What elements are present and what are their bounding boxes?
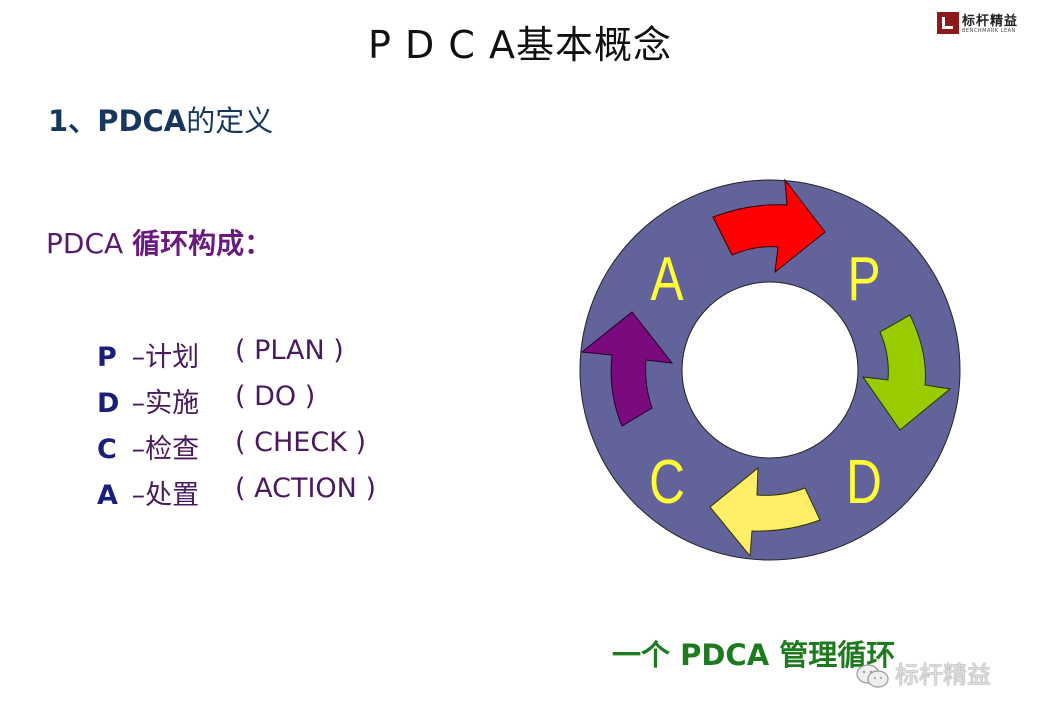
watermark-text: 标杆精益 <box>895 661 991 689</box>
step-check: C –检查 ( CHECK ) <box>97 427 366 473</box>
section-heading-rest: 的定义 <box>186 104 274 138</box>
step-letter: A <box>97 480 118 511</box>
pdca-ring <box>579 179 961 561</box>
wechat-icon <box>856 664 889 688</box>
cycle-heading-bold: 循环构成： <box>132 227 273 260</box>
step-dash: – <box>123 388 146 419</box>
logo-name-cn: 标杆精益 <box>962 14 1019 29</box>
logo-name-en: BENCHMARK LEAN <box>962 28 1016 34</box>
step-cn: 处置 <box>145 480 200 511</box>
step-dash: – <box>123 480 146 511</box>
label-p: P <box>847 244 880 314</box>
step-do: D –实施 ( DO ) <box>97 381 315 427</box>
step-letter: P <box>97 342 117 373</box>
do-arrow-green <box>861 314 952 431</box>
action-arrow-purple <box>580 311 674 427</box>
step-en: ( ACTION ) <box>235 473 376 504</box>
step-cn: 实施 <box>145 388 200 419</box>
step-plan: P –计划 ( PLAN ) <box>97 335 344 381</box>
slide-title: P D C A基本概念 <box>368 23 672 67</box>
step-cn: 计划 <box>145 342 200 373</box>
step-en: ( PLAN ) <box>235 335 344 366</box>
step-en: ( CHECK ) <box>235 427 367 458</box>
step-en: ( DO ) <box>235 381 316 412</box>
pdca-cycle-diagram: A P C D <box>579 178 961 561</box>
brand-logo: 标杆精益 BENCHMARK LEAN <box>937 10 1027 40</box>
logo-mark-icon <box>937 12 959 34</box>
step-letter: C <box>97 434 117 465</box>
step-action: A –处置 ( ACTION ) <box>97 473 376 519</box>
step-dash: – <box>123 434 146 465</box>
diagram-caption: 一个 PDCA 管理循环 <box>612 638 896 672</box>
cycle-heading: PDCA 循环构成： <box>46 222 272 262</box>
label-a: A <box>650 244 684 314</box>
section-heading: 1、PDCA的定义 <box>48 98 273 140</box>
plan-arrow-red <box>712 178 826 274</box>
step-letter: D <box>97 388 120 419</box>
label-c: C <box>649 447 685 517</box>
step-cn: 检查 <box>145 434 200 465</box>
check-arrow-yellow <box>709 466 821 558</box>
cycle-heading-prefix: PDCA <box>46 227 133 260</box>
label-d: D <box>846 447 882 517</box>
section-number: 1、 <box>48 104 98 138</box>
step-dash: – <box>123 342 146 373</box>
watermark: 标杆精益 <box>855 655 991 690</box>
section-heading-bold: PDCA <box>97 104 187 138</box>
steps-list: P –计划( PLAN ) D –实施( DO ) C –检查( CHECK )… <box>97 335 376 519</box>
